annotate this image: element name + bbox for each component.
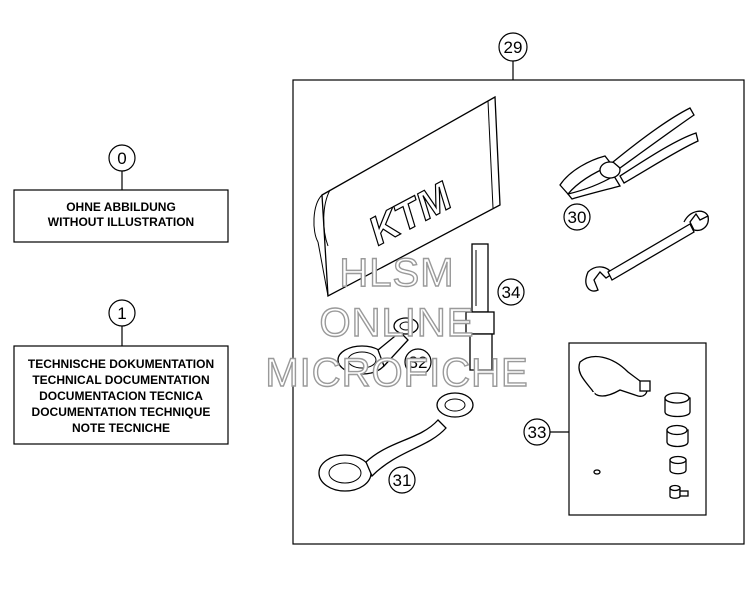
socket-icon[interactable] bbox=[669, 455, 687, 475]
callout-30-label: 30 bbox=[568, 208, 587, 227]
callout-1[interactable]: 1 bbox=[108, 299, 136, 346]
box1-line3: DOCUMENTACION TECNICA bbox=[39, 389, 203, 403]
callout-32[interactable]: 32 bbox=[404, 348, 432, 376]
callout-30[interactable]: 30 bbox=[563, 203, 591, 231]
box1-line1: TECHNISCHE DOKUMENTATION bbox=[28, 357, 214, 371]
callout-31-label: 31 bbox=[393, 471, 412, 490]
t-handle-hex-icon[interactable] bbox=[578, 355, 651, 475]
tool-kit-frame bbox=[292, 79, 745, 545]
callout-1-label: 1 bbox=[117, 304, 126, 323]
box0-line1: OHNE ABBILDUNG bbox=[66, 200, 176, 214]
hex-tool-subkit-frame bbox=[568, 342, 707, 516]
callout-34-label: 34 bbox=[502, 283, 521, 302]
watermark-line2: ONLINE bbox=[320, 301, 475, 345]
box-without-illustration: OHNE ABBILDUNG WITHOUT ILLUSTRATION bbox=[13, 189, 229, 243]
bit-icon[interactable] bbox=[669, 484, 689, 499]
callout-29-label: 29 bbox=[504, 38, 523, 57]
callout-33[interactable]: 33 bbox=[523, 418, 569, 446]
box1-line4: DOCUMENTATION TECHNIQUE bbox=[32, 405, 211, 419]
callout-33-label: 33 bbox=[528, 423, 547, 442]
watermark-line1: HLSM bbox=[339, 251, 454, 295]
ring-wrench-icon[interactable] bbox=[337, 317, 419, 375]
callout-0[interactable]: 0 bbox=[108, 144, 136, 190]
callout-31[interactable]: 31 bbox=[388, 466, 416, 494]
pliers-icon[interactable] bbox=[559, 107, 699, 200]
callout-32-label: 32 bbox=[409, 353, 428, 372]
watermark: HLSM ONLINE MICROFICHE bbox=[265, 250, 529, 395]
box0-line2: WITHOUT ILLUSTRATION bbox=[48, 215, 194, 229]
box-technical-documentation: TECHNISCHE DOKUMENTATION TECHNICAL DOCUM… bbox=[13, 345, 229, 445]
box1-line2: TECHNICAL DOCUMENTATION bbox=[32, 373, 209, 387]
offset-wrench-icon[interactable] bbox=[318, 392, 474, 492]
watermark-line3: MICROFICHE bbox=[265, 351, 528, 395]
callout-29[interactable]: 29 bbox=[498, 32, 528, 80]
box1-line5: NOTE TECNICHE bbox=[72, 421, 170, 435]
callout-34[interactable]: 34 bbox=[497, 278, 525, 306]
socket-icon[interactable] bbox=[666, 424, 689, 448]
callout-0-label: 0 bbox=[117, 149, 126, 168]
open-end-wrench-icon[interactable] bbox=[585, 210, 709, 292]
spark-plug-socket-icon[interactable] bbox=[465, 243, 495, 371]
socket-icon[interactable] bbox=[664, 392, 691, 418]
